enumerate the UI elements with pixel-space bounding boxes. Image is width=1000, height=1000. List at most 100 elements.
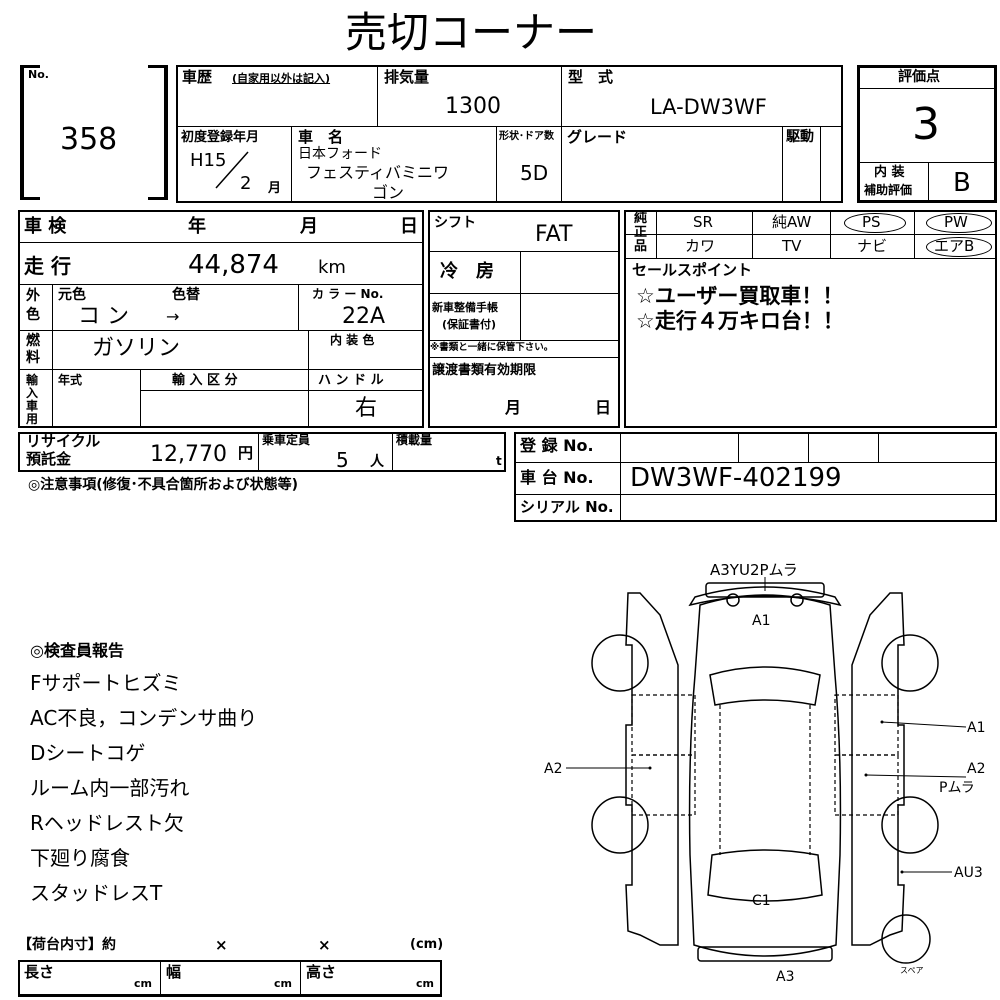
shift-label: シフト bbox=[434, 215, 476, 231]
option-pw-circle bbox=[926, 213, 992, 233]
changed-color-label: 色替 bbox=[172, 287, 200, 303]
capacity-label: 乗車定員 bbox=[262, 433, 311, 447]
interior-rating-value: B bbox=[953, 168, 971, 198]
option-alloy-wheels: 純AW bbox=[772, 213, 812, 231]
cargo-title: 【荷台内寸】約 bbox=[18, 937, 116, 953]
inspection-month: 月 bbox=[300, 216, 318, 237]
cargo-height-label: 高さ bbox=[306, 963, 337, 981]
chassis-label: 車 台 No. bbox=[520, 468, 594, 487]
detail-grid bbox=[18, 210, 424, 428]
recycle-label-2: 預託金 bbox=[26, 450, 72, 468]
doors-label: 形状･ドア数 bbox=[499, 131, 554, 142]
color-change-arrow: → bbox=[166, 307, 180, 326]
capacity-unit: 人 bbox=[370, 454, 384, 470]
inspector-item: Fサポートヒズミ bbox=[30, 671, 182, 695]
options-label: 純正品 bbox=[634, 211, 648, 254]
manual-label-1: 新車整備手帳 bbox=[432, 301, 498, 314]
load-label: 積載量 bbox=[396, 433, 433, 447]
drive-label: 駆動 bbox=[786, 129, 814, 145]
interior-label-2: 補助評価 bbox=[864, 183, 913, 197]
inspector-item: Dシートコゲ bbox=[30, 741, 146, 765]
options-sales-grid bbox=[624, 210, 997, 428]
rating-value: 3 bbox=[912, 99, 940, 150]
original-color-value: コ ン bbox=[78, 304, 129, 329]
mileage-label: 走 行 bbox=[24, 254, 71, 278]
option-airbag-circle bbox=[926, 237, 992, 257]
cargo-grid bbox=[18, 960, 442, 996]
diagram-spare: スペア bbox=[900, 966, 923, 975]
notes-title: ◎注意事項(修復･不具合箇所および状態等) bbox=[28, 477, 299, 493]
sales-point-line1: ☆ユーザー買取車！！ bbox=[636, 284, 844, 308]
cargo-x-2: × bbox=[318, 936, 331, 954]
color-label-1: 外 bbox=[26, 288, 40, 304]
lot-number: 358 bbox=[60, 122, 118, 157]
cargo-x-1: × bbox=[215, 936, 228, 954]
inspector-title: ◎検査員報告 bbox=[30, 641, 124, 660]
diagram-a3-rear: A3 bbox=[776, 969, 794, 985]
option-airbag: エアB bbox=[934, 237, 975, 255]
diagram-a2-left: A2 bbox=[544, 761, 562, 777]
doors-value: 5D bbox=[520, 161, 549, 185]
grade-label: グレード bbox=[567, 128, 628, 146]
inspection-day: 日 bbox=[400, 216, 418, 237]
fuel-value: ガソリン bbox=[92, 336, 181, 361]
displacement-label: 排気量 bbox=[384, 68, 430, 86]
cargo-height-unit: cm bbox=[416, 977, 434, 990]
first-reg-year: H15 bbox=[190, 150, 227, 171]
transfer-day: 日 bbox=[595, 398, 612, 417]
fuel-label-2: 料 bbox=[26, 350, 40, 366]
chassis-value: DW3WF-402199 bbox=[630, 463, 842, 493]
equipment-grid bbox=[428, 210, 620, 428]
original-color-label: 元色 bbox=[58, 287, 86, 303]
registration-grid bbox=[514, 432, 997, 522]
recycle-label-1: リサイクル bbox=[26, 432, 101, 450]
recycle-value: 12,770 bbox=[150, 442, 227, 467]
interior-color-label: 内 装 色 bbox=[330, 333, 375, 347]
cargo-length-label: 長さ bbox=[24, 963, 55, 981]
car-maker: 日本フォード bbox=[298, 146, 382, 162]
car-name-line2: ゴン bbox=[372, 183, 405, 202]
option-leather: カワ bbox=[685, 237, 716, 255]
inspector-item: ルーム内一部汚れ bbox=[30, 776, 190, 800]
rating-box bbox=[857, 65, 997, 203]
capacity-value: 5 bbox=[336, 448, 349, 472]
diagram-top-label: A3YU2Pムラ bbox=[710, 561, 798, 579]
option-tv: TV bbox=[782, 237, 802, 255]
page-title: 売切コーナー bbox=[345, 8, 598, 57]
slash-divider bbox=[215, 151, 249, 189]
fuel-label-1: 燃 bbox=[26, 333, 40, 349]
import-year-label: 年式 bbox=[58, 373, 83, 387]
inspector-item: スタッドレスT bbox=[30, 881, 163, 905]
manual-note: ※書類と一緒に保管下さい。 bbox=[430, 342, 554, 353]
option-pw: PW bbox=[944, 213, 968, 231]
diagram-a2-right: A2 bbox=[967, 761, 985, 777]
vehicle-info-grid bbox=[176, 65, 843, 203]
recycle-unit: 円 bbox=[238, 444, 254, 462]
cargo-length-unit: cm bbox=[134, 977, 152, 990]
history-label: 車歴 bbox=[182, 68, 213, 86]
lot-label: No. bbox=[28, 68, 49, 81]
lot-box: No. 358 bbox=[20, 65, 168, 200]
inspector-item: AC不良，コンデンサ曲り bbox=[30, 706, 258, 730]
diagram-c1: C1 bbox=[752, 893, 771, 909]
manual-label-2: (保証書付) bbox=[442, 318, 497, 331]
first-reg-month: 2 bbox=[240, 173, 252, 194]
option-navi: ナビ bbox=[857, 237, 888, 255]
diagram-au3: AU3 bbox=[954, 865, 983, 881]
import-label: 輸入車用 bbox=[26, 373, 39, 426]
cargo-width-unit: cm bbox=[274, 977, 292, 990]
load-unit: t bbox=[496, 454, 502, 468]
history-note: (自家用以外は記入) bbox=[232, 72, 331, 85]
rating-label: 評価点 bbox=[898, 69, 940, 85]
transfer-month: 月 bbox=[505, 398, 522, 417]
cargo-cm: (cm) bbox=[410, 937, 444, 952]
option-ps-circle bbox=[844, 213, 906, 233]
cargo-width-label: 幅 bbox=[166, 963, 182, 981]
inspection-label: 車 検 bbox=[24, 216, 67, 237]
mileage-value: 44,874 bbox=[188, 250, 279, 280]
inspector-item: Rヘッドレスト欠 bbox=[30, 811, 184, 835]
car-damage-diagram: A3YU2Pムラ A1 A1 A2 A2 Pムラ AU3 C1 A3 スペア bbox=[544, 561, 985, 985]
transfer-label: 譲渡書類有効期限 bbox=[432, 363, 537, 378]
displacement-value: 1300 bbox=[445, 94, 501, 119]
